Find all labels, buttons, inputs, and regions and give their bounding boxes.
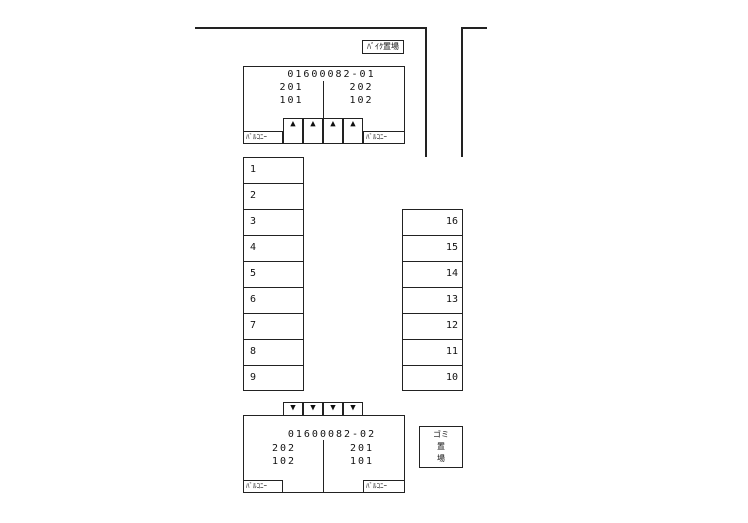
balcony-top-left: ﾊﾞﾙｺﾆｰ (243, 131, 283, 144)
balcony-top-right: ﾊﾞﾙｺﾆｰ (363, 131, 405, 144)
building-bottom-id: 01600082-02 (287, 429, 377, 440)
parking-slot-3: 3 (243, 209, 304, 236)
parking-slot-4: 4 (243, 235, 304, 262)
parking-slot-16: 16 (402, 209, 463, 236)
parking-slot-1: 1 (243, 157, 304, 184)
parking-slot-5: 5 (243, 261, 304, 288)
road-boundary-top (195, 27, 427, 29)
entrance-top-3: ▲ (323, 118, 343, 144)
parking-slot-9: 9 (243, 365, 304, 391)
parking-slot-2: 2 (243, 183, 304, 210)
parking-slot-11: 11 (402, 339, 463, 366)
parking-slot-7: 7 (243, 313, 304, 340)
road-boundary-top-right (461, 27, 487, 29)
building-bottom-room-202: 202 (271, 443, 297, 454)
parking-slot-8: 8 (243, 339, 304, 366)
parking-slot-14: 14 (402, 261, 463, 288)
road-boundary-right-a (425, 27, 427, 157)
building-top-id: 01600082-01 (287, 69, 376, 80)
garbage-label-line-1: ゴミ (433, 430, 449, 439)
building-bottom-room-201: 201 (349, 443, 375, 454)
balcony-bottom-left: ﾊﾞﾙｺﾆｰ (243, 480, 283, 493)
parking-slot-10: 10 (402, 365, 463, 391)
building-top-room-101: 101 (279, 95, 304, 106)
garbage-area: ゴミ 置 場 (419, 426, 463, 468)
road-boundary-right-b (461, 27, 463, 157)
entrance-top-4: ▲ (343, 118, 363, 144)
parking-slot-6: 6 (243, 287, 304, 314)
garbage-label-line-2: 置 (437, 442, 445, 451)
building-top-divider (323, 81, 324, 144)
balcony-bottom-right: ﾊﾞﾙｺﾆｰ (363, 480, 405, 493)
parking-slot-15: 15 (402, 235, 463, 262)
bike-parking-box: ﾊﾞｲｸ置場 (362, 40, 404, 54)
entrance-top-1: ▲ (283, 118, 303, 144)
building-bottom-divider (323, 440, 324, 493)
garbage-label-line-3: 場 (437, 454, 445, 463)
bike-parking-label: ﾊﾞｲｸ置場 (367, 42, 399, 51)
building-top-room-102: 102 (349, 95, 374, 106)
entrance-top-2: ▲ (303, 118, 323, 144)
building-bottom-room-101: 101 (349, 456, 375, 467)
building-top-room-202: 202 (349, 82, 374, 93)
parking-slot-12: 12 (402, 313, 463, 340)
building-bottom-room-102: 102 (271, 456, 297, 467)
parking-slot-13: 13 (402, 287, 463, 314)
building-top-room-201: 201 (279, 82, 304, 93)
